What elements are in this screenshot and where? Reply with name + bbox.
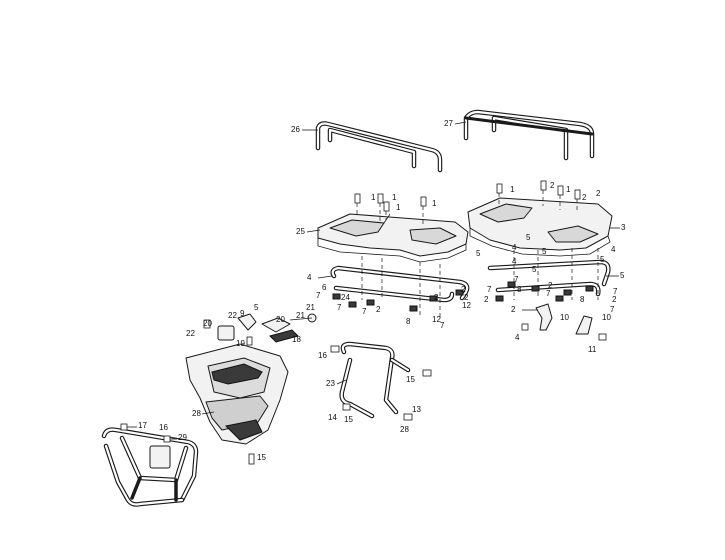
callout-18b: 16 xyxy=(159,423,168,432)
callout-13: 15 xyxy=(406,375,415,384)
callout-5a: 5 xyxy=(526,233,531,242)
callout-4c: 5 xyxy=(532,265,537,274)
callout-8b: 2 xyxy=(484,295,489,304)
callout-2e: 7 xyxy=(337,303,342,312)
callout-15c: 28 xyxy=(400,425,409,434)
callout-7i: 7 xyxy=(613,287,618,296)
callout-15a: 16 xyxy=(318,351,327,360)
callout-5b: 5 xyxy=(542,247,547,256)
callout-24: 4 xyxy=(307,273,312,282)
callout-21b: 21 xyxy=(296,311,305,320)
callout-12a: 7 xyxy=(362,307,367,316)
callout-1e: 1 xyxy=(510,185,515,194)
callout-2b: 2 xyxy=(596,189,601,198)
callout-4d: 7 xyxy=(610,305,615,314)
lower-frame-14 xyxy=(330,341,432,421)
headlight-19 xyxy=(203,313,317,343)
callout-11: 2 xyxy=(511,305,516,314)
rear-rack-3 xyxy=(467,197,613,257)
callout-2f: 12 xyxy=(462,301,471,310)
callout-5f: 10 xyxy=(560,313,569,322)
callout-1c: 1 xyxy=(396,203,401,212)
small-hardware xyxy=(332,281,594,312)
callout-7d: 12 xyxy=(432,315,441,324)
callout-2j: 8 xyxy=(580,295,585,304)
bolts-16 xyxy=(246,336,255,465)
rear-subframe-6 xyxy=(487,248,611,300)
callout-4b: 4 xyxy=(611,245,616,254)
front-bumper-18 xyxy=(101,423,199,507)
callout-3: 3 xyxy=(621,223,626,232)
callout-5e: 5 xyxy=(600,255,605,264)
callout-25: 25 xyxy=(296,227,305,236)
callout-22a: 5 xyxy=(254,303,259,312)
callout-labels: 26 27 1 1 1 1 1 2 2 1 2 25 3 5 4 5 4 5 4… xyxy=(127,119,626,462)
callout-1a: 1 xyxy=(371,193,376,202)
callout-12b: 8 xyxy=(406,317,411,326)
callout-1d: 1 xyxy=(432,199,437,208)
callout-23: 18 xyxy=(292,335,301,344)
callout-7h: 2 xyxy=(548,281,553,290)
callout-7e: 2 xyxy=(461,285,466,294)
callout-26: 26 xyxy=(291,125,300,134)
callout-6: 5 xyxy=(620,271,625,280)
callout-8c: 7 xyxy=(546,289,551,298)
callout-10a: 4 xyxy=(515,333,520,342)
callout-5c: 5 xyxy=(476,249,481,258)
callout-2a: 2 xyxy=(550,181,555,190)
callout-8a: 2 xyxy=(376,305,381,314)
callout-21a: 9 xyxy=(240,309,245,318)
callout-19: 20 xyxy=(203,319,212,328)
callout-7g: 7 xyxy=(514,275,519,284)
callout-20b: 20 xyxy=(276,315,285,324)
bracket-11 xyxy=(521,303,553,331)
callout-2c: 2 xyxy=(582,193,587,202)
callout-1b: 1 xyxy=(392,193,397,202)
callout-2k: 2 xyxy=(612,295,617,304)
callout-5d: 4 xyxy=(512,257,517,266)
rail-27 xyxy=(463,109,595,161)
callout-2h: 2 xyxy=(464,293,469,302)
front-rack-25 xyxy=(317,213,469,263)
front-subframe-24 xyxy=(330,256,470,318)
callout-20a: 22 xyxy=(228,311,237,320)
callout-16a: 19 xyxy=(236,339,245,348)
callout-7b: 24 xyxy=(341,293,350,302)
callout-10b: 11 xyxy=(588,345,597,354)
callout-28b: 15 xyxy=(344,415,353,424)
callout-7c: 2 xyxy=(434,293,439,302)
callout-4a: 4 xyxy=(512,243,517,252)
callout-14: 23 xyxy=(326,379,335,388)
callout-7a: 6 xyxy=(322,283,327,292)
callout-2g: 7 xyxy=(440,321,445,330)
callout-29b: 29 xyxy=(178,433,187,442)
bracket-10 xyxy=(575,315,607,341)
rack-bolts xyxy=(354,180,581,226)
callout-16b: 15 xyxy=(257,453,266,462)
front-fascia-17 xyxy=(185,343,289,445)
callout-1f: 1 xyxy=(566,185,571,194)
callout-7f: 7 xyxy=(487,285,492,294)
callout-9: 10 xyxy=(602,313,611,322)
callout-15b: 14 xyxy=(328,413,337,422)
callout-17: 28 xyxy=(192,409,201,418)
callout-29a: 17 xyxy=(138,421,147,430)
callout-22b: 21 xyxy=(306,303,315,312)
rail-26 xyxy=(315,121,443,173)
callout-2i: 8 xyxy=(517,285,522,294)
callout-27: 27 xyxy=(444,119,453,128)
callout-28a: 13 xyxy=(412,405,421,414)
callout-18a: 22 xyxy=(186,329,195,338)
callout-2d: 7 xyxy=(316,291,321,300)
